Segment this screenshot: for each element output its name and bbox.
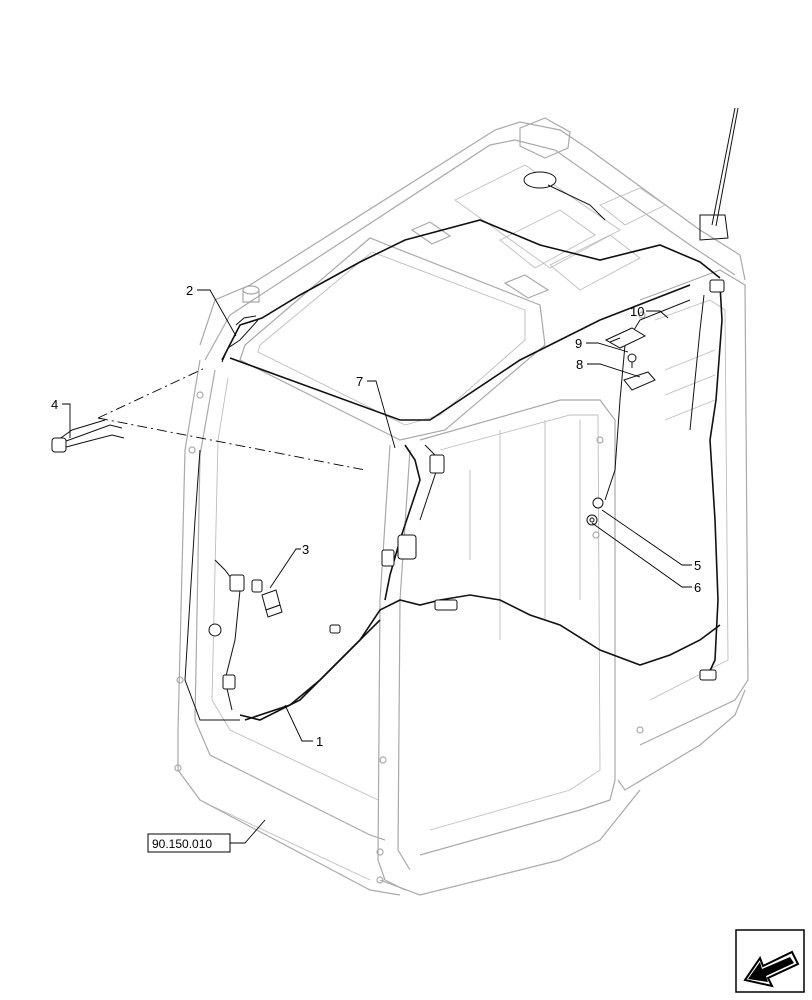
part-10-dome-light [604, 327, 647, 349]
callout-4: 4 [51, 397, 58, 412]
callout-2: 2 [186, 283, 193, 298]
projection-lines [97, 367, 366, 471]
part-4-harness-clip [51, 419, 125, 453]
wiring-harness [184, 171, 725, 721]
callout-1: 1 [316, 734, 323, 749]
part-5-6-switch [586, 497, 604, 526]
callout-7: 7 [356, 374, 363, 389]
callout-6: 6 [694, 580, 701, 595]
cab-frame [174, 117, 749, 896]
callout-labels: 2 7 3 4 1 8 9 10 5 6 [51, 283, 701, 749]
reference-box-label: 90.150.010 [152, 837, 212, 851]
previous-page-arrow-icon[interactable] [735, 929, 805, 993]
leader-lines [62, 289, 692, 844]
part-8-lamp [623, 371, 656, 391]
callout-8: 8 [576, 357, 583, 372]
callout-5: 5 [694, 558, 701, 573]
part-3-connector [261, 589, 283, 618]
callout-10: 10 [630, 304, 644, 319]
reference-box[interactable]: 90.150.010 [147, 833, 231, 853]
antenna [699, 107, 739, 241]
part-9-screw [627, 353, 637, 368]
callout-3: 3 [302, 542, 309, 557]
callout-9: 9 [575, 336, 582, 351]
